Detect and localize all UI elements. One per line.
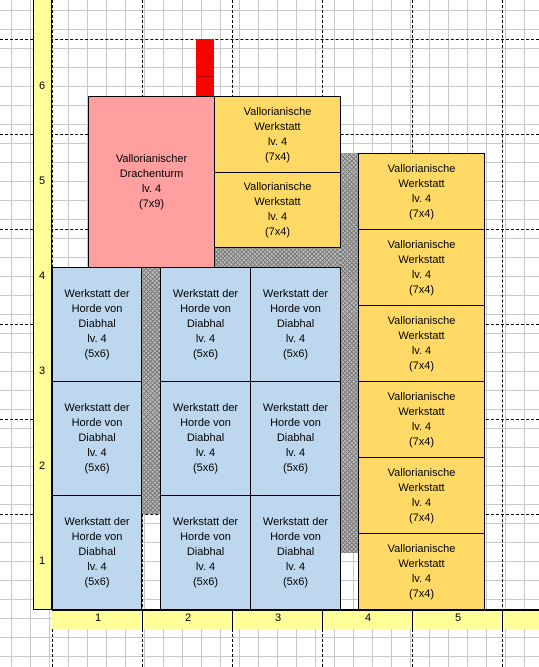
building-label: Werkstatt der Horde von Diabhal lv. 4 (5… bbox=[172, 402, 239, 474]
x-axis-tick bbox=[232, 610, 233, 629]
building-label: Vallorianische Werkstatt lv. 4 (7x4) bbox=[387, 390, 456, 448]
x-axis-tick bbox=[412, 610, 413, 629]
building-label: Werkstatt der Horde von Diabhal lv. 4 (5… bbox=[262, 516, 329, 588]
building-horde-werkstatt[interactable]: Werkstatt der Horde von Diabhal lv. 4 (5… bbox=[160, 267, 251, 382]
y-axis-label: 6 bbox=[39, 80, 46, 92]
building-horde-werkstatt[interactable]: Werkstatt der Horde von Diabhal lv. 4 (5… bbox=[160, 381, 251, 496]
y-axis-label: 2 bbox=[39, 460, 46, 472]
building-vallorianische-werkstatt[interactable]: Vallorianische Werkstatt lv. 4 (7x4) bbox=[358, 305, 485, 382]
building-label: Vallorianische Werkstatt lv. 4 (7x4) bbox=[243, 181, 312, 238]
building-label: Werkstatt der Horde von Diabhal lv. 4 (5… bbox=[262, 402, 329, 474]
road-tiles bbox=[214, 247, 359, 267]
building-label: Vallorianische Werkstatt lv. 4 (7x4) bbox=[387, 466, 456, 524]
x-axis-label: 3 bbox=[275, 612, 282, 624]
y-axis-label: 4 bbox=[39, 270, 46, 282]
building-horde-werkstatt[interactable]: Werkstatt der Horde von Diabhal lv. 4 (5… bbox=[250, 267, 341, 382]
building-vallorianische-werkstatt[interactable]: Vallorianische Werkstatt lv. 4 (7x4) bbox=[358, 153, 485, 230]
building-horde-werkstatt[interactable]: Werkstatt der Horde von Diabhal lv. 4 (5… bbox=[52, 381, 142, 496]
x-axis-label: 4 bbox=[365, 612, 372, 624]
building-vallorianische-werkstatt[interactable]: Vallorianische Werkstatt lv. 4 (7x4) bbox=[358, 229, 485, 306]
x-axis-tick bbox=[142, 610, 143, 629]
y-axis-label: 1 bbox=[39, 555, 46, 567]
x-axis-label: 2 bbox=[185, 612, 192, 624]
y-axis-label: 3 bbox=[39, 365, 46, 377]
building-label: Werkstatt der Horde von Diabhal lv. 4 (5… bbox=[64, 516, 130, 588]
building-vallorianische-werkstatt[interactable]: Vallorianische Werkstatt lv. 4 (7x4) bbox=[358, 381, 485, 458]
building-horde-werkstatt[interactable]: Werkstatt der Horde von Diabhal lv. 4 (5… bbox=[52, 495, 142, 610]
building-horde-werkstatt[interactable]: Werkstatt der Horde von Diabhal lv. 4 (5… bbox=[250, 381, 341, 496]
x-axis-label: 5 bbox=[455, 612, 462, 624]
building-horde-werkstatt[interactable]: Werkstatt der Horde von Diabhal lv. 4 (5… bbox=[250, 495, 341, 610]
road-tiles bbox=[340, 153, 359, 553]
building-label: Werkstatt der Horde von Diabhal lv. 4 (5… bbox=[172, 516, 239, 588]
building-label: Werkstatt der Horde von Diabhal lv. 4 (5… bbox=[172, 288, 239, 360]
building-label: Werkstatt der Horde von Diabhal lv. 4 (5… bbox=[64, 288, 130, 360]
building-label: Vallorianische Werkstatt lv. 4 (7x4) bbox=[387, 238, 456, 296]
x-axis-label: 1 bbox=[95, 612, 102, 624]
building-label: Vallorianische Werkstatt lv. 4 (7x4) bbox=[387, 542, 456, 600]
guide-line-h bbox=[0, 39, 539, 40]
building-vallorianische-werkstatt[interactable]: Vallorianische Werkstatt lv. 4 (7x4) bbox=[214, 96, 341, 173]
building-vallorianische-werkstatt[interactable]: Vallorianische Werkstatt lv. 4 (7x4) bbox=[358, 533, 485, 610]
y-axis bbox=[33, 0, 52, 610]
y-axis-line bbox=[33, 0, 34, 610]
building-label: Vallorianische Werkstatt lv. 4 (7x4) bbox=[387, 314, 456, 372]
building-label: Vallorianische Werkstatt lv. 4 (7x4) bbox=[243, 105, 312, 163]
guide-line-v bbox=[502, 0, 503, 667]
x-axis-tick bbox=[322, 610, 323, 629]
building-drachenturm[interactable]: Vallorianischer Drachenturm lv. 4 (7x9) bbox=[88, 96, 215, 268]
y-axis-label: 5 bbox=[39, 175, 46, 187]
building-vallorianische-werkstatt[interactable]: Vallorianische Werkstatt lv. 4 (7x4) bbox=[358, 457, 485, 534]
building-horde-werkstatt[interactable]: Werkstatt der Horde von Diabhal lv. 4 (5… bbox=[52, 267, 142, 382]
red-marker bbox=[196, 39, 214, 96]
road-tiles bbox=[141, 266, 160, 514]
building-vallorianische-werkstatt[interactable]: Vallorianische Werkstatt lv. 4 (7x4) bbox=[214, 172, 341, 248]
x-axis-tick bbox=[502, 610, 503, 629]
building-horde-werkstatt[interactable]: Werkstatt der Horde von Diabhal lv. 4 (5… bbox=[160, 495, 251, 610]
building-label: Vallorianischer Drachenturm lv. 4 (7x9) bbox=[115, 153, 188, 210]
building-label: Vallorianische Werkstatt lv. 4 (7x4) bbox=[387, 162, 456, 220]
building-label: Werkstatt der Horde von Diabhal lv. 4 (5… bbox=[64, 402, 130, 474]
building-label: Werkstatt der Horde von Diabhal lv. 4 (5… bbox=[262, 288, 329, 360]
x-axis bbox=[52, 610, 539, 629]
